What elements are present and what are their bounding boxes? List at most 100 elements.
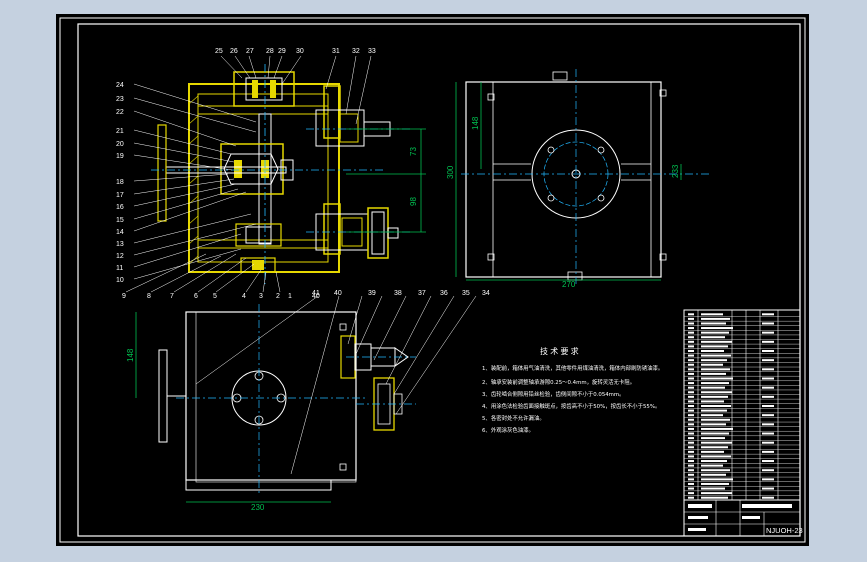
callout: 3: [259, 293, 263, 300]
callouts-top: 25 26 27 28 29 30 31 32 33: [215, 48, 376, 55]
callout: 31: [332, 48, 340, 55]
dim-front-98: 98: [409, 197, 418, 206]
parts-row-text: [701, 331, 729, 334]
callout: 11: [116, 265, 123, 272]
drawing-number: NJUOH-23: [766, 526, 803, 535]
parts-row-text: [762, 432, 774, 435]
parts-row-text: [762, 386, 774, 389]
parts-row-text: [688, 331, 694, 334]
parts-row-text: [701, 336, 725, 339]
callout: 6: [194, 293, 198, 300]
parts-row-text: [762, 487, 774, 490]
outer-border: [59, 17, 806, 543]
parts-row-text: [701, 340, 732, 343]
top-bearing-cover: [233, 71, 295, 107]
parts-row-text: [688, 482, 694, 485]
tech-item: 2、轴承安装前调整轴承游隙0.25～0.4mm，旋转灵活无卡阻。: [482, 378, 635, 386]
parts-row-text: [701, 395, 728, 398]
parts-row-text: [701, 450, 724, 453]
callout: 4: [242, 293, 246, 300]
tech-item: 6、外观涂灰色油漆。: [482, 426, 534, 434]
callout: 30: [296, 48, 304, 55]
parts-row-text: [762, 377, 774, 380]
parts-row-text: [688, 322, 694, 325]
title-block: NJUOH-23: [683, 499, 803, 537]
parts-row-text: [688, 423, 694, 426]
callout: 8: [147, 293, 151, 300]
callout: 41: [312, 290, 320, 297]
parts-row-text: [762, 478, 774, 481]
parts-row-text: [688, 391, 694, 394]
parts-row-text: [688, 345, 694, 348]
parts-row-text: [701, 423, 726, 426]
parts-row-text: [688, 395, 694, 398]
callout: 33: [368, 48, 376, 55]
callout: 28: [266, 48, 274, 55]
inner-border: [77, 23, 801, 537]
tech-requirements: 技 术 要 求 1、装配前，箱体用气油清洗，其他零件用煤油清洗，箱体内部刷防锈油…: [482, 346, 663, 434]
parts-row-text: [762, 331, 774, 334]
callout: 40: [334, 290, 342, 297]
callout: 38: [394, 290, 402, 297]
parts-list: [683, 309, 801, 537]
callout: 35: [462, 290, 470, 297]
callout: 27: [246, 48, 254, 55]
callout: 34: [482, 290, 490, 297]
parts-row-text: [701, 460, 727, 463]
callout: 10: [116, 277, 124, 284]
front-leaders: [125, 55, 372, 293]
parts-row-text: [762, 322, 774, 325]
parts-row-text: [701, 464, 723, 467]
dim-side-width: 230: [251, 503, 265, 512]
parts-row-text: [688, 492, 694, 495]
parts-row-text: [688, 469, 694, 472]
dim-front-73: 73: [409, 147, 418, 156]
tech-item: 5、各密封处不允许漏油。: [482, 414, 545, 422]
callout: 18: [116, 179, 124, 186]
callout: 20: [116, 141, 124, 148]
parts-row-text: [688, 313, 694, 316]
callout: 2: [276, 293, 280, 300]
parts-row-text: [688, 450, 694, 453]
side-view: 230 148 41 40 39 38 37 36 35 34: [126, 290, 490, 512]
parts-row-text: [688, 349, 694, 352]
callout: 32: [352, 48, 360, 55]
parts-row-text: [688, 473, 694, 476]
parts-row-text: [762, 395, 774, 398]
parts-row-text: [701, 478, 733, 481]
callout: 12: [116, 253, 124, 260]
parts-row-text: [762, 349, 774, 352]
parts-row-text: [701, 469, 730, 472]
dim-plan-width: 270: [562, 280, 576, 289]
front-section-view: 73 98: [151, 64, 426, 284]
parts-row-text: [701, 492, 732, 495]
parts-row-text: [701, 377, 733, 380]
parts-row-text: [701, 386, 725, 389]
callout: 14: [116, 229, 124, 236]
parts-row-text: [688, 400, 694, 403]
bottom-bearing-cover: [240, 257, 276, 273]
dim-side-height: 148: [126, 348, 135, 362]
parts-row-text: [688, 414, 694, 417]
callout: 1: [288, 293, 292, 300]
tech-item: 1、装配前，箱体用气油清洗，其他零件用煤油清洗，箱体内部刷防锈油漆。: [482, 364, 663, 372]
tech-title: 技 术 要 求: [540, 346, 579, 356]
parts-row-text: [701, 409, 727, 412]
parts-row-text: [701, 432, 729, 435]
top-bearing: [245, 77, 283, 101]
cad-drawing: 73 98 25 26 27 28 29 30 31 32 33 24 23: [59, 17, 806, 543]
parts-row-text: [701, 317, 730, 320]
parts-row-text: [688, 377, 694, 380]
callout: 15: [116, 217, 124, 224]
parts-row-text: [701, 441, 732, 444]
parts-row-text: [701, 359, 727, 362]
bevel-gear-housing: [220, 143, 284, 195]
parts-row-text: [688, 460, 694, 463]
parts-row-text: [688, 327, 694, 330]
callout: 37: [418, 290, 426, 297]
parts-row-text: [688, 464, 694, 467]
callout: 13: [116, 241, 124, 248]
parts-row-text: [701, 482, 729, 485]
parts-row-text: [701, 382, 729, 385]
callout: 36: [440, 290, 448, 297]
